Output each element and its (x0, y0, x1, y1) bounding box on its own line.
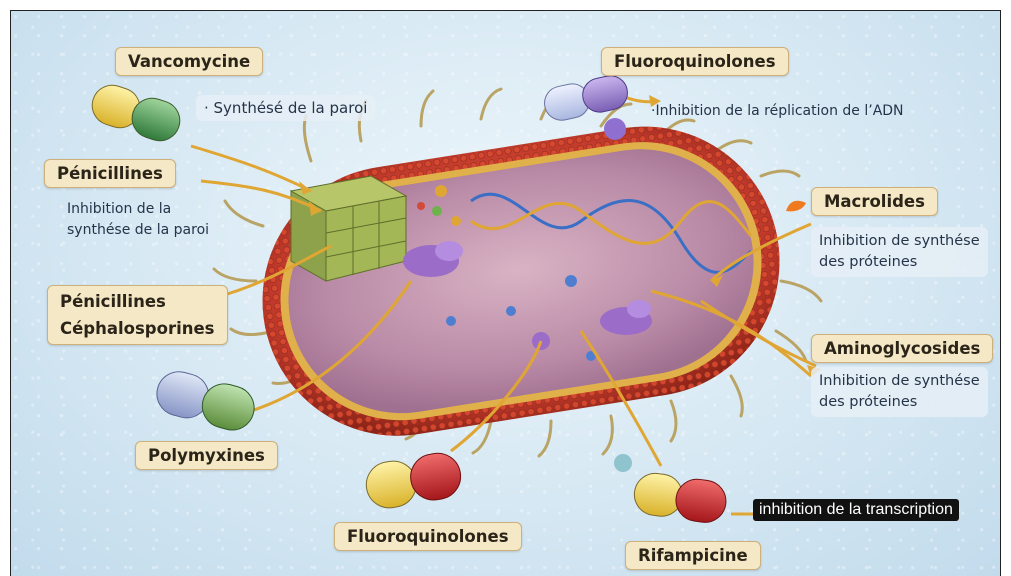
label-penicillines: Pénicillines (44, 159, 176, 188)
label-polymyxines: Polymyxines (135, 441, 278, 470)
label-fluoroquinolones-bottom: Fluoroquinolones (334, 522, 522, 551)
desc-aminoglycosides: Inhibition de synthése des próteines (811, 367, 988, 417)
label-penicillines-cephalosporines: Pénicillines Céphalosporines (47, 285, 228, 345)
capsule-rifampicine (632, 471, 729, 525)
capsule-polymyxines (152, 367, 259, 435)
desc-penicillines: Inhibition de la synthése de la paroi (67, 199, 209, 241)
capsule-fluoroquinolones-bottom (363, 450, 465, 512)
diagram-frame: Vancomycine Fluoroquinolones Pénicilline… (10, 10, 1001, 576)
label-penicillines-line: Pénicillines (60, 288, 215, 315)
tablet (604, 118, 626, 140)
desc-vancomycine: · Synthésé de la paroi (196, 95, 375, 121)
desc-macrolides-line-2: des próteines (819, 252, 980, 273)
label-vancomycine: Vancomycine (115, 47, 263, 76)
desc-macrolides-line-1: Inhibition de synthése (819, 231, 980, 252)
label-fluoroquinolones-top: Fluoroquinolones (601, 47, 789, 76)
label-aminoglycosides: Aminoglycosides (811, 334, 993, 363)
capsule-fluoroquinolones-top (541, 73, 630, 124)
macrolide-pill-icon (786, 201, 806, 212)
desc-aminoglycosides-line-1: Inhibition de synthése (819, 371, 980, 392)
desc-fluoroquinolones: ·Inhibition de la réplication de l’ADN (651, 103, 904, 119)
desc-rifampicine: inhibition de la transcription (753, 499, 959, 521)
desc-macrolides: Inhibition de synthése des próteines (811, 227, 988, 277)
small-tablet (614, 454, 632, 472)
label-cephalosporines-line: Céphalosporines (60, 315, 215, 342)
desc-penicillines-line-2: synthése de la paroi (67, 220, 209, 241)
capsule-vancomycine (87, 80, 185, 146)
desc-aminoglycosides-line-2: des próteines (819, 392, 980, 413)
label-macrolides: Macrolides (811, 187, 938, 216)
desc-penicillines-line-1: Inhibition de la (67, 199, 209, 220)
label-rifampicine: Rifampicine (625, 541, 761, 570)
